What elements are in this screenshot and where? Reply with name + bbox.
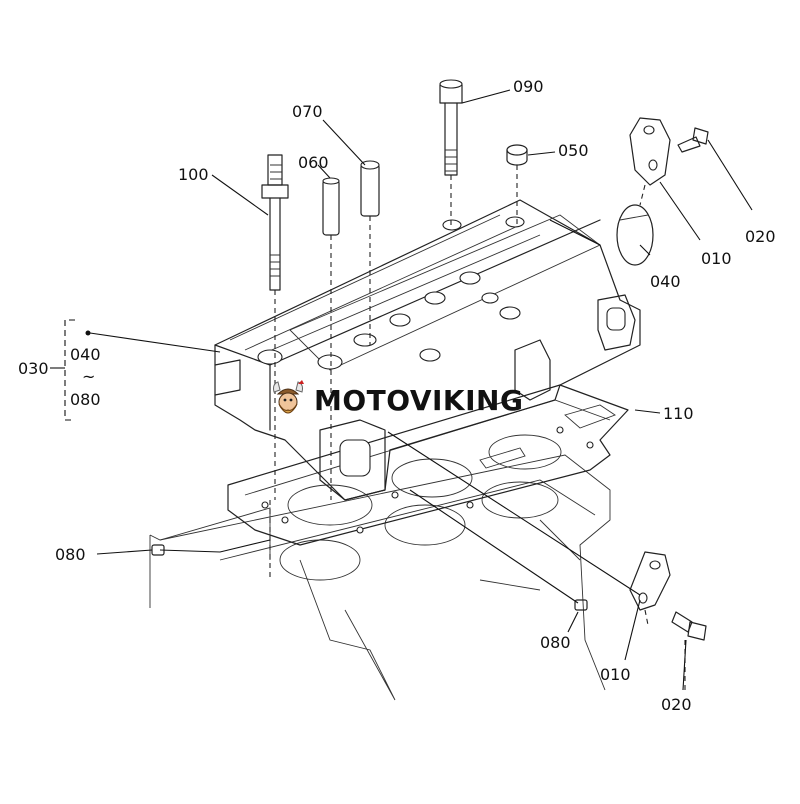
seal-cap-050 <box>506 144 528 166</box>
label-040-bracket: 040 <box>70 345 101 364</box>
label-070: 070 <box>292 102 323 121</box>
bolt-020-bottom <box>671 611 707 641</box>
brand-wordmark: MOTOVIKING <box>314 383 524 417</box>
leader-lines <box>89 89 753 691</box>
group-bracket-030 <box>50 319 75 421</box>
valve-guide-060 <box>322 177 340 236</box>
head-stud-100 <box>261 154 289 291</box>
label-020-bottom: 020 <box>661 695 692 714</box>
head-bolt-090 <box>439 79 463 176</box>
label-080-mid: 080 <box>540 633 571 652</box>
label-100: 100 <box>178 165 209 184</box>
viking-mascot-icon <box>273 380 304 414</box>
label-030: 030 <box>18 359 49 378</box>
label-010-bottom: 010 <box>600 665 631 684</box>
callout-dot <box>85 330 91 336</box>
label-110: 110 <box>663 404 694 423</box>
engine-block-outline <box>149 454 611 701</box>
label-020-top: 020 <box>745 227 776 246</box>
label-010-top: 010 <box>701 249 732 268</box>
label-080-bracket: 080 <box>70 390 101 409</box>
valve-guide-070 <box>360 160 380 217</box>
plug-040 <box>616 204 654 266</box>
part-labels: 100 060 070 090 050 020 010 040 030 040 … <box>18 77 776 714</box>
bolt-020-top <box>677 127 709 153</box>
alignment-lines <box>269 165 686 690</box>
label-080-left: 080 <box>55 545 86 564</box>
label-060: 060 <box>298 153 329 172</box>
label-tilde: ~ <box>82 367 95 386</box>
label-050: 050 <box>558 141 589 160</box>
hanger-010-top <box>629 117 671 186</box>
hanger-010-bottom <box>629 551 671 611</box>
plug-080-mid <box>574 599 588 611</box>
label-090: 090 <box>513 77 544 96</box>
cylinder-head <box>214 199 641 501</box>
watermark: MOTOVIKING <box>268 370 523 430</box>
label-040-top: 040 <box>650 272 681 291</box>
